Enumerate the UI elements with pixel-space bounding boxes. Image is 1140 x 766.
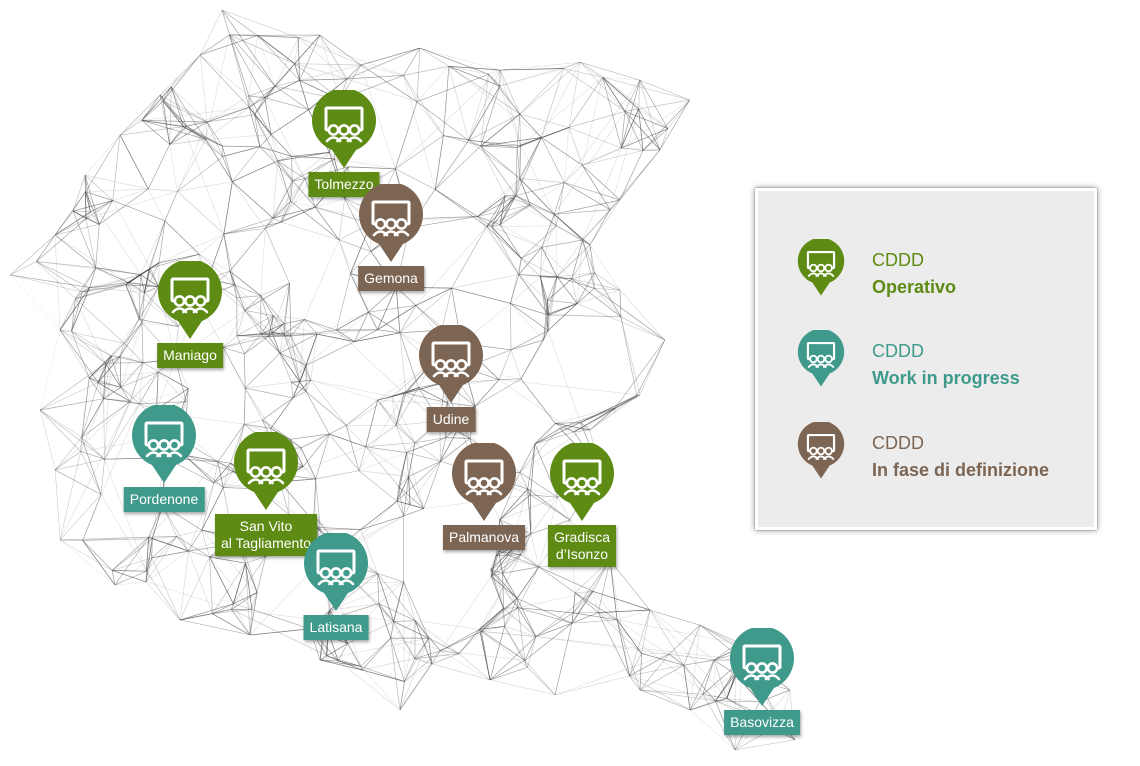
marker-label: Gradisca d’Isonzo [547,525,617,567]
meeting-room-icon [730,628,794,706]
marker-label: Palmanova [442,525,526,550]
meeting-room-icon [452,443,516,521]
in-definizione-marker-icon [797,422,845,479]
legend-label-line1: CDDD [872,250,924,270]
work-in-progress-marker-icon [797,330,845,387]
marker-label: San Vito al Tagliamento [214,514,318,556]
meeting-room-icon [158,261,222,339]
legend-label-line2: In fase di definizione [872,460,1050,480]
meeting-room-icon [234,432,298,510]
legend-label-line1: CDDD [872,341,924,361]
legend-label-line2: Work in progress [872,368,1020,388]
meeting-room-icon [132,405,196,483]
legend-item-operativo: CDDD Operativo [796,239,1086,299]
marker-label: Latisana [303,615,369,640]
marker-label: Udine [426,407,476,432]
meeting-room-icon [419,325,483,403]
legend-panel: CDDD Operativo CDDD Work in progress [755,188,1097,530]
marker-label: Basovizza [724,710,800,735]
legend-item-work-in-progress: CDDD Work in progress [796,330,1086,390]
marker-label: Maniago [157,343,223,368]
legend-item-in-definizione: CDDD In fase di definizione [796,422,1086,482]
marker-label: Tolmezzo [308,172,380,197]
marker-label: Pordenone [123,487,205,512]
operativo-marker-icon [797,239,845,296]
meeting-room-icon [304,533,368,611]
meeting-room-icon [312,90,376,168]
legend-label-line2: Operativo [872,277,957,297]
legend-label-line1: CDDD [872,433,924,453]
meeting-room-icon [359,184,423,262]
marker-label: Gemona [358,266,424,291]
meeting-room-icon [550,443,614,521]
